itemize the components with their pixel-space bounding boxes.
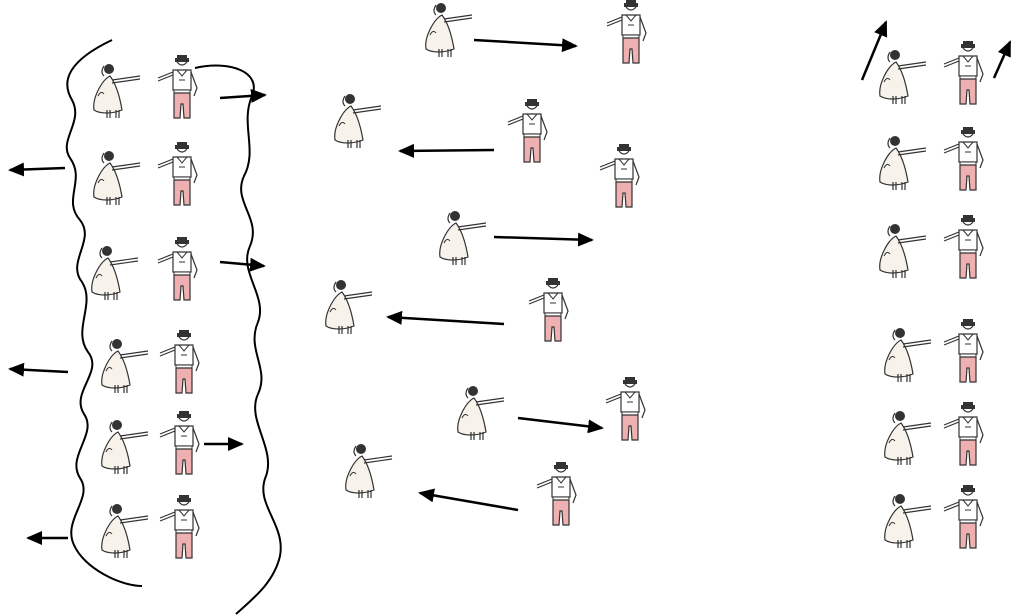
man-figure (599, 143, 640, 208)
woman-figure (884, 493, 932, 549)
man-figure (606, 0, 647, 64)
man-figure (943, 214, 984, 279)
man-figure (157, 141, 198, 206)
arrow-left (386, 310, 505, 326)
woman-figure (457, 385, 505, 441)
woman-figure (334, 93, 382, 149)
arrow-left (8, 362, 69, 377)
woman-figure (91, 245, 139, 301)
couple (884, 484, 984, 549)
man-figure (157, 54, 198, 119)
couple (101, 329, 200, 394)
arrow-right (219, 257, 266, 272)
arrow-right (517, 416, 604, 434)
couple (93, 54, 198, 119)
couple (879, 40, 984, 105)
couple (879, 126, 984, 191)
woman-figure (884, 410, 932, 466)
man-figure (159, 494, 200, 559)
man-figure (605, 376, 646, 441)
arrow-right (493, 232, 594, 247)
woman-figure (101, 503, 149, 559)
arrow-left (398, 143, 495, 158)
arrow-left (418, 488, 519, 512)
couple (91, 236, 198, 301)
woman-figure (879, 135, 927, 191)
couple (101, 410, 200, 475)
man-figure (507, 98, 548, 163)
right-formation (860, 20, 1011, 549)
right-boundary-line (194, 64, 282, 615)
arrow-left (8, 162, 66, 177)
woman-figure (345, 443, 393, 499)
man-figure (536, 461, 577, 526)
middle-formation (325, 0, 647, 526)
arrow-up (992, 40, 1011, 79)
man-figure (159, 329, 200, 394)
woman-figure (425, 2, 473, 58)
woman-figure (884, 327, 932, 383)
arrow-right (219, 88, 267, 103)
woman-figure (93, 150, 141, 206)
woman-figure (879, 49, 927, 105)
man-figure (943, 484, 984, 549)
man-figure (157, 236, 198, 301)
left-formation (8, 39, 282, 615)
couple (101, 494, 200, 559)
arrow-up (860, 20, 888, 81)
couple (884, 401, 984, 466)
man-figure (943, 401, 984, 466)
woman-figure (101, 419, 149, 475)
arrow-right (473, 38, 578, 53)
woman-figure (439, 210, 487, 266)
man-figure (943, 40, 984, 105)
woman-figure (879, 223, 927, 279)
man-figure (159, 410, 200, 475)
left-boundary-line (65, 39, 143, 587)
man-figure (943, 318, 984, 383)
couple (884, 318, 984, 383)
man-figure (528, 277, 569, 342)
woman-figure (101, 338, 149, 394)
couple (879, 214, 984, 279)
woman-figure (93, 63, 141, 119)
woman-figure (325, 279, 373, 335)
couple (93, 141, 198, 206)
man-figure (943, 126, 984, 191)
